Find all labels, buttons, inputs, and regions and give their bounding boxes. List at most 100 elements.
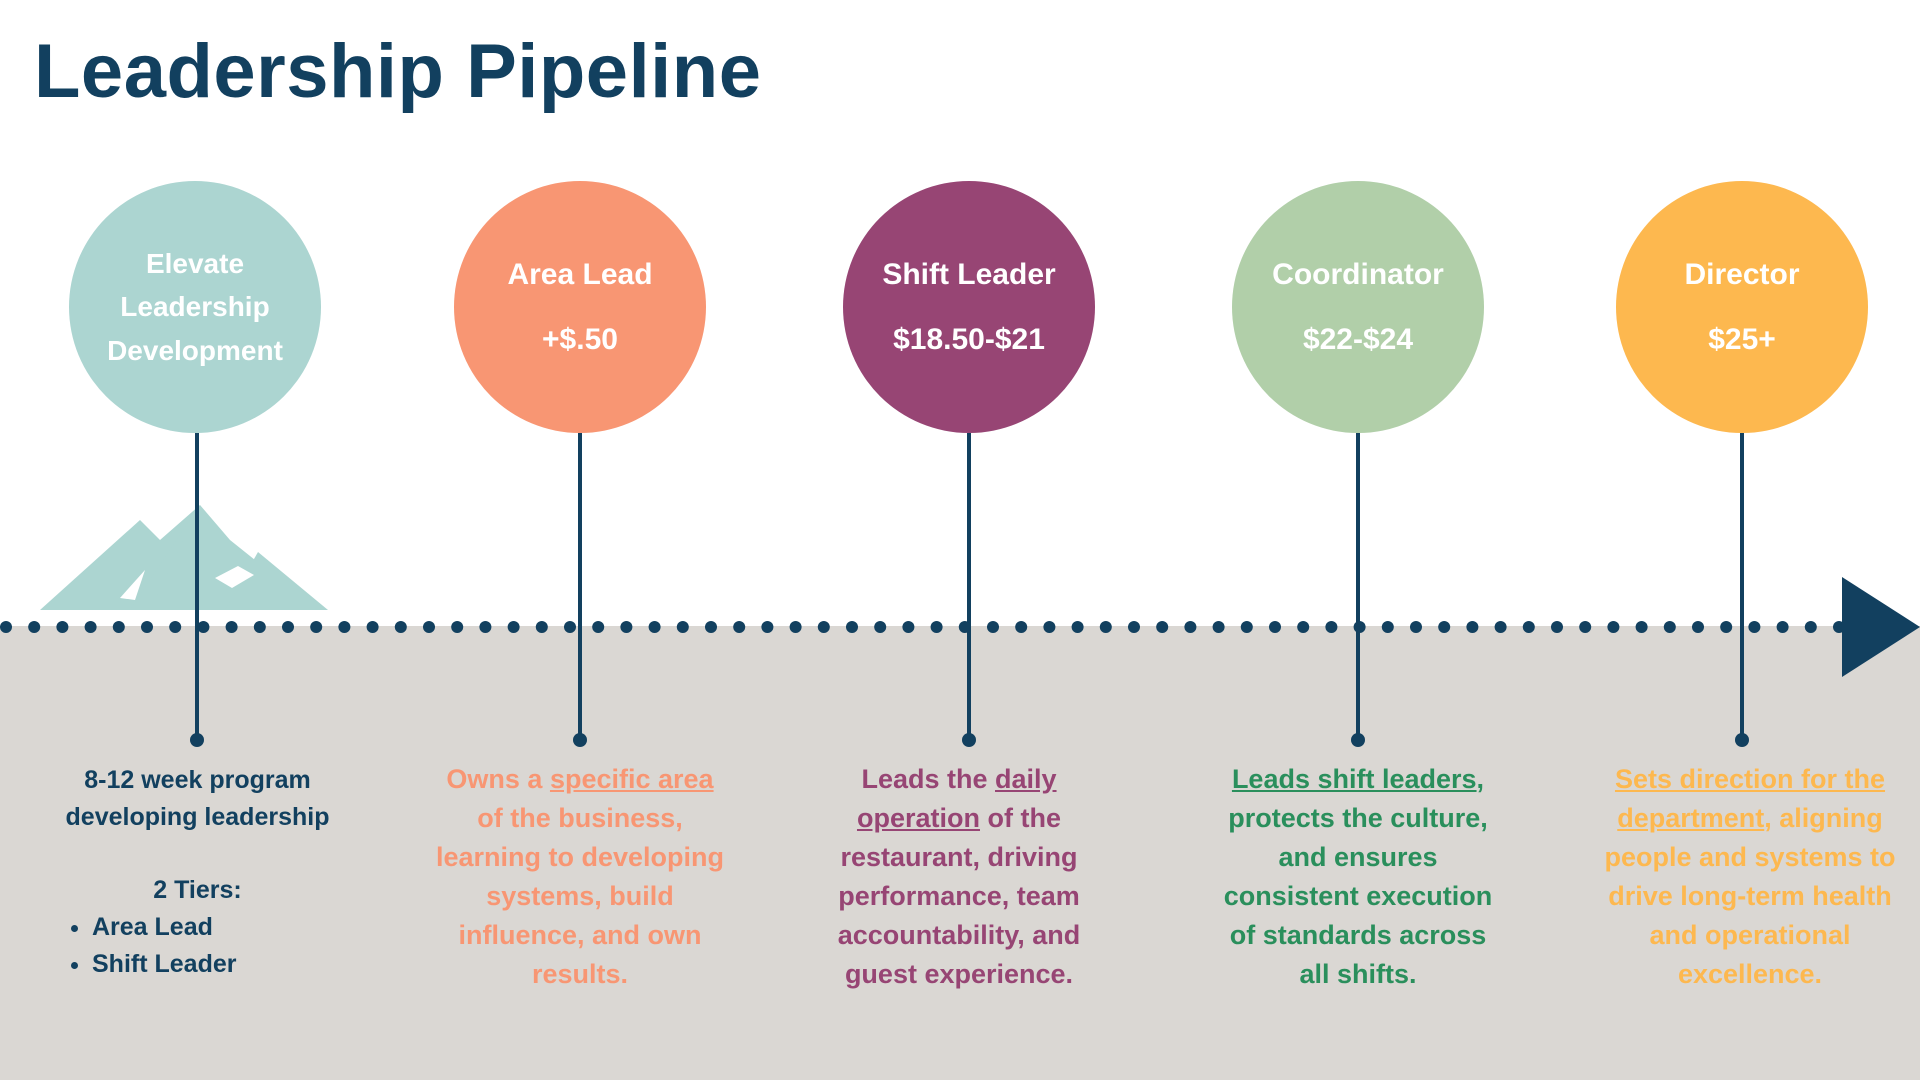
stage-pay: +$.50 [542, 323, 618, 356]
desc-text: , aligning people and systems to drive l… [1604, 803, 1896, 989]
timeline-dot [1804, 621, 1817, 633]
timeline-dot [338, 621, 351, 633]
timeline-dot [1692, 621, 1704, 633]
timeline-dot [676, 621, 689, 633]
arrow-right-icon [1842, 577, 1920, 677]
page-title: Leadership Pipeline [34, 29, 762, 114]
area-lead-description: Owns a specific area of the business, le… [435, 760, 725, 994]
timeline-dot [1579, 621, 1592, 633]
connector-end-dot [573, 733, 587, 747]
timeline-dot [1522, 621, 1535, 633]
connector-end-dot [1735, 733, 1749, 747]
timeline-dot [253, 621, 266, 633]
desc-underlined: Leads shift leaders [1231, 764, 1477, 794]
timeline-dot [1071, 621, 1084, 633]
desc-text: , protects the culture, and ensures cons… [1223, 764, 1493, 989]
timeline-dot [1494, 621, 1507, 633]
timeline-dot [564, 621, 576, 633]
timeline-dot [1551, 621, 1563, 633]
timeline-dot [451, 621, 464, 633]
timeline-dot [1184, 621, 1197, 633]
timeline-dot [874, 621, 887, 633]
stage-name: Shift Leader [882, 258, 1056, 291]
connector-end-dot [190, 733, 204, 747]
mountain-icon [40, 505, 328, 610]
timeline-dot [535, 621, 548, 633]
connector-end-dot [1351, 733, 1365, 747]
timeline-dot [1438, 621, 1451, 633]
stage-circle-elevate: Elevate Leadership Development [69, 181, 321, 433]
timeline-dot [1607, 621, 1620, 633]
timeline-dot [423, 621, 435, 633]
stage-circle-shift-leader: Shift Leader $18.50-$21 [843, 181, 1095, 433]
desc-underlined: Sets direction for the department [1614, 764, 1886, 833]
desc-text: Owns a [446, 764, 550, 794]
timeline-dot [394, 621, 407, 633]
timeline-dot [1748, 621, 1761, 633]
timeline-dot [169, 621, 182, 633]
timeline-dot [225, 621, 238, 633]
timeline-dot [1269, 621, 1281, 633]
stage-name: Coordinator [1272, 258, 1444, 291]
timeline-dot [1353, 621, 1366, 633]
shift-leader-description: Leads the daily operation of the restaur… [814, 760, 1104, 994]
timeline-dot [141, 621, 153, 633]
timeline-dot [28, 621, 41, 633]
stage-circle-area-lead: Area Lead +$.50 [454, 181, 706, 433]
timeline-dot [817, 621, 830, 633]
elevate-intro-text: 8-12 week program developing leadership [65, 766, 330, 831]
tier-item: Area Lead [92, 909, 355, 946]
stage-pay: $18.50-$21 [893, 323, 1045, 356]
timeline-dot [282, 621, 294, 633]
timeline-dot [1128, 621, 1140, 633]
timeline-dot [733, 621, 746, 633]
connector-group [190, 433, 1749, 747]
timeline-dot [1381, 621, 1394, 633]
timeline-dot [310, 621, 323, 633]
timeline-dot [789, 621, 802, 633]
timeline-dot [507, 621, 520, 633]
desc-underlined: daily operation [856, 764, 1057, 833]
timeline-dot [1212, 621, 1225, 633]
stage-name: Elevate Leadership Development [107, 247, 283, 366]
tiers-title: 2 Tiers: [153, 876, 242, 904]
timeline-dot [958, 621, 971, 633]
desc-underlined: specific area [549, 764, 714, 794]
timeline-dot [112, 621, 125, 633]
timeline-dot [479, 621, 492, 633]
timeline-dot [197, 621, 210, 633]
timeline-dot [1099, 621, 1112, 633]
timeline-dot [1156, 621, 1169, 633]
timeline-dots [0, 621, 1845, 633]
stage-pay: $22-$24 [1302, 323, 1414, 356]
desc-text: of the business, learning to developing … [435, 803, 725, 989]
bottom-panel [0, 626, 1920, 1080]
timeline-dot [648, 621, 661, 633]
timeline-dot [1410, 621, 1422, 633]
timeline-dot [56, 621, 69, 633]
timeline-dot [1043, 621, 1056, 633]
timeline-dot [846, 621, 858, 633]
timeline-dot [1015, 621, 1028, 633]
timeline-dot [1720, 621, 1733, 633]
coordinator-description: Leads shift leaders, protects the cultur… [1213, 760, 1503, 994]
stage-circle-coordinator: Coordinator $22-$24 [1232, 181, 1484, 433]
timeline-dot [705, 621, 717, 633]
timeline-dot [1466, 621, 1479, 633]
timeline-dot [1325, 621, 1338, 633]
timeline-dot [0, 621, 12, 633]
stage-pay: $25+ [1708, 323, 1776, 356]
stage-name: Director [1684, 258, 1800, 291]
timeline-dot [1297, 621, 1310, 633]
timeline-dot [761, 621, 774, 633]
director-description: Sets direction for the department, align… [1600, 760, 1900, 994]
timeline-dot [1635, 621, 1648, 633]
stage-circle-director: Director $25+ [1616, 181, 1868, 433]
timeline-dot [902, 621, 915, 633]
timeline-dot [930, 621, 943, 633]
timeline-dot [1240, 621, 1253, 633]
connector-end-dot [962, 733, 976, 747]
timeline-dot [620, 621, 633, 633]
timeline-dot [592, 621, 605, 633]
